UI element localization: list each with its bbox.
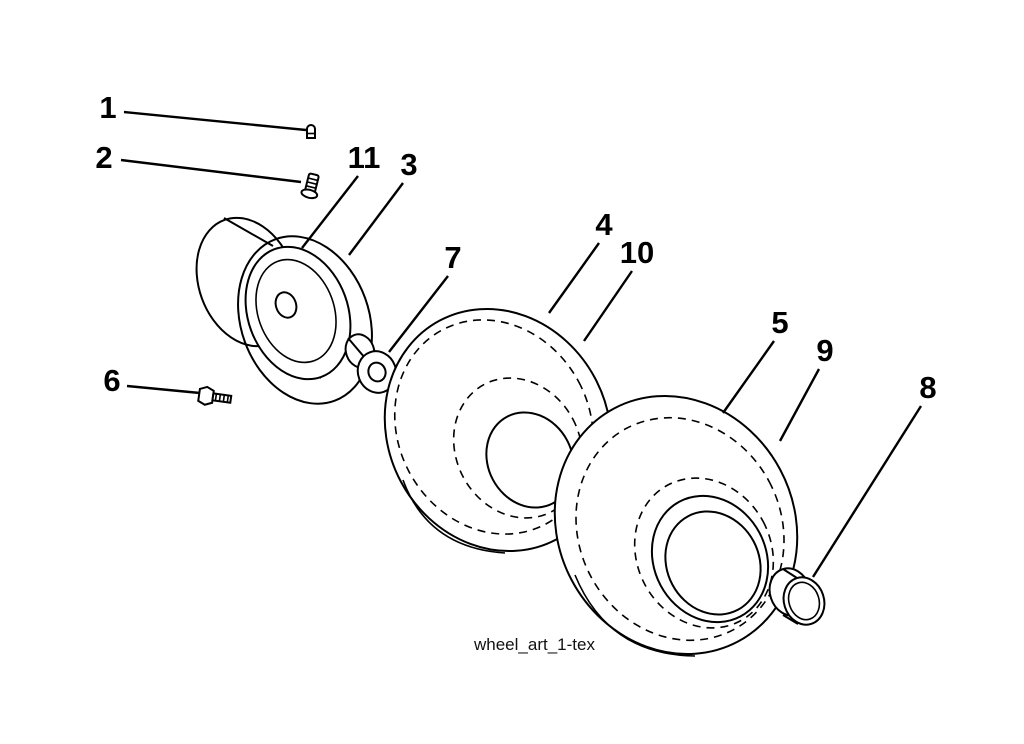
callout-7: 7 bbox=[444, 240, 461, 275]
callout-6: 6 bbox=[103, 363, 120, 398]
outer-tire-part bbox=[553, 394, 799, 657]
callout-numbers: 1 2 11 3 7 4 10 5 9 8 6 bbox=[95, 90, 936, 405]
inner-tire-part bbox=[383, 307, 613, 554]
leader-line-9 bbox=[778, 368, 821, 442]
bearing-spacer-part bbox=[344, 333, 398, 394]
bolt-part bbox=[197, 385, 233, 406]
callout-9: 9 bbox=[816, 333, 833, 368]
leader-line-3 bbox=[348, 182, 404, 256]
callout-3: 3 bbox=[400, 147, 417, 182]
leader-line-11 bbox=[301, 175, 359, 249]
leader-line-6 bbox=[126, 384, 201, 395]
hub-cap-part bbox=[768, 567, 826, 626]
leader-line-1 bbox=[123, 110, 307, 132]
callout-8: 8 bbox=[919, 370, 936, 405]
leader-line-7 bbox=[388, 275, 449, 353]
callout-10: 10 bbox=[620, 235, 654, 270]
leader-lines bbox=[120, 110, 923, 578]
diagram-label: wheel_art_1-tex bbox=[473, 635, 595, 654]
leader-line-8 bbox=[811, 405, 923, 578]
valve-stem-part bbox=[300, 172, 320, 200]
leader-line-10 bbox=[583, 270, 633, 342]
callout-1: 1 bbox=[99, 90, 116, 125]
leader-line-5 bbox=[722, 340, 775, 414]
callout-5: 5 bbox=[771, 305, 788, 340]
leader-line-4 bbox=[548, 242, 600, 314]
callout-2: 2 bbox=[95, 140, 112, 175]
valve-cap-part bbox=[306, 124, 316, 139]
leader-line-2 bbox=[120, 158, 302, 184]
trim-ring-part bbox=[237, 235, 373, 405]
wheel-rim-part bbox=[195, 216, 352, 381]
callout-11: 11 bbox=[348, 140, 381, 175]
callout-4: 4 bbox=[595, 207, 613, 242]
